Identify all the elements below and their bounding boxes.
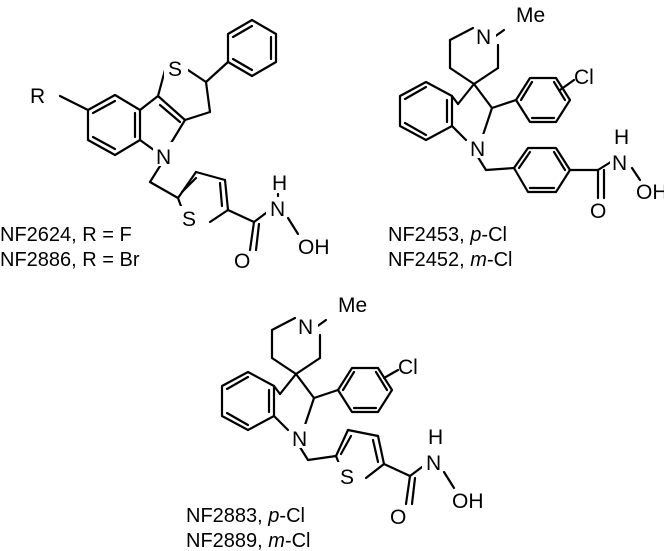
atom-n-hydroxamic: N xyxy=(426,452,441,475)
atom-o: O xyxy=(390,506,406,529)
atom-me: Me xyxy=(516,4,545,27)
atom-n-hydroxamic: N xyxy=(270,198,285,221)
caption-nf2883: NF2883, p-Cl xyxy=(186,505,305,527)
compound-nf2453-structure xyxy=(398,26,616,200)
atom-o: O xyxy=(590,200,606,223)
atom-h: H xyxy=(428,426,443,449)
compound-nf2624-atoms: R S N S N H OH O xyxy=(30,54,330,273)
caption-nf2886: NF2886, R = Br xyxy=(0,249,140,271)
compound-nf2624-captions: NF2624, R = F NF2886, R = Br xyxy=(0,224,140,271)
atom-oh: OH xyxy=(452,490,484,513)
atom-me: Me xyxy=(338,294,367,317)
atom-r: R xyxy=(30,85,45,108)
atom-n-hydroxamic: N xyxy=(612,152,627,175)
compound-nf2624-structure xyxy=(58,18,278,252)
caption-nf2624: NF2624, R = F xyxy=(0,224,132,246)
atom-o: O xyxy=(234,250,250,273)
atom-cl: Cl xyxy=(398,356,418,379)
atom-n-piperidine: N xyxy=(298,316,313,339)
caption-nf2889: NF2889, m-Cl xyxy=(186,530,311,551)
compound-nf2883-atoms: Me N Cl N S N H OH O xyxy=(290,294,484,529)
compound-nf2453-atoms: Me N Cl N N H OH O xyxy=(468,4,664,223)
atom-oh: OH xyxy=(636,181,664,204)
atom-s-thiophene: S xyxy=(182,208,196,231)
caption-nf2453: NF2453, p-Cl xyxy=(388,224,507,246)
atom-n-piperidine: N xyxy=(476,26,491,49)
atom-h: H xyxy=(272,172,287,195)
atom-s-thiophene: S xyxy=(340,466,354,489)
compound-nf2883-captions: NF2883, p-Cl NF2889, m-Cl xyxy=(186,505,311,551)
atom-oh: OH xyxy=(298,236,330,259)
caption-nf2452: NF2452, m-Cl xyxy=(388,249,513,271)
atom-h: H xyxy=(614,126,629,149)
atom-cl: Cl xyxy=(574,66,594,89)
atom-n-indole: N xyxy=(156,146,171,169)
atom-n-indoline: N xyxy=(292,428,307,451)
compound-nf2883-structure xyxy=(220,316,428,506)
atom-n-indoline: N xyxy=(470,138,485,161)
compound-nf2453-captions: NF2453, p-Cl NF2452, m-Cl xyxy=(388,224,513,271)
atom-s-ring: S xyxy=(168,58,182,81)
